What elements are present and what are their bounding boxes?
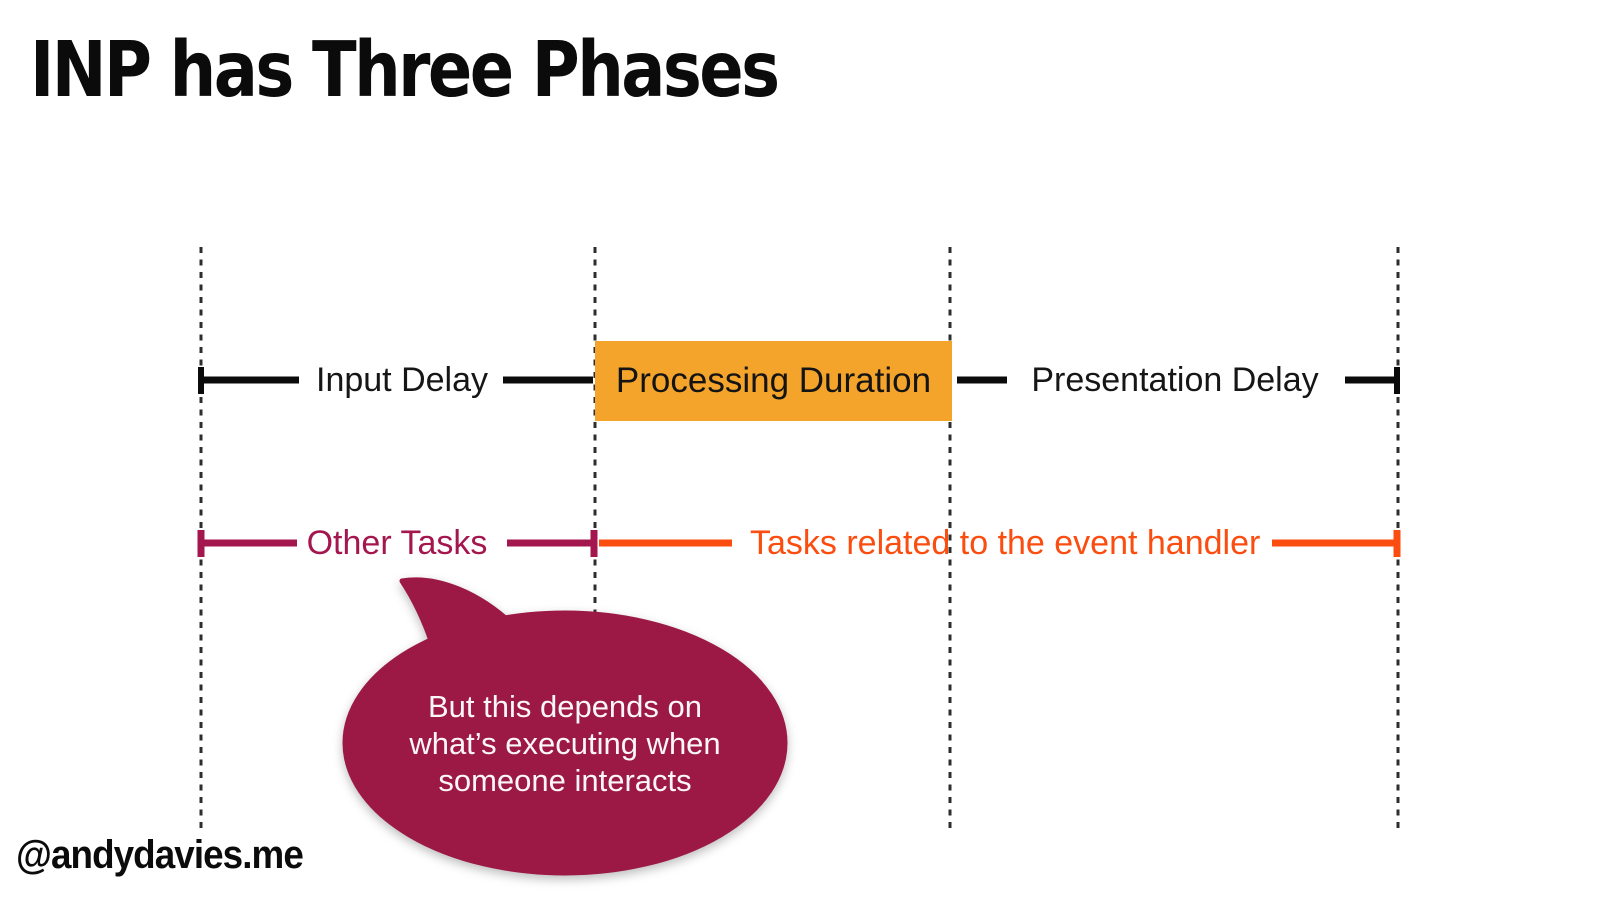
page-title: INP has Three Phases	[30, 26, 780, 115]
attribution: @andydavies.me	[16, 833, 304, 877]
other-tasks-label: Other Tasks	[306, 524, 488, 562]
event-handler-tasks-label: Tasks related to the event handler	[750, 524, 1261, 562]
input-delay-label: Input Delay	[316, 361, 488, 399]
presentation-delay-label: Presentation Delay	[1031, 361, 1319, 399]
processing-duration-label: Processing Duration	[615, 361, 932, 400]
speech-bubble-line-1: But this depends on	[427, 689, 703, 724]
speech-bubble-body	[342, 610, 788, 876]
speech-bubble-line-3: someone interacts	[438, 763, 692, 798]
speech-bubble-line-2: what’s executing when	[409, 726, 721, 761]
processing-duration-box: Processing Duration	[595, 341, 952, 421]
speech-bubble	[342, 577, 788, 876]
speech-bubble-text: But this depends on what’s executing whe…	[345, 688, 785, 799]
